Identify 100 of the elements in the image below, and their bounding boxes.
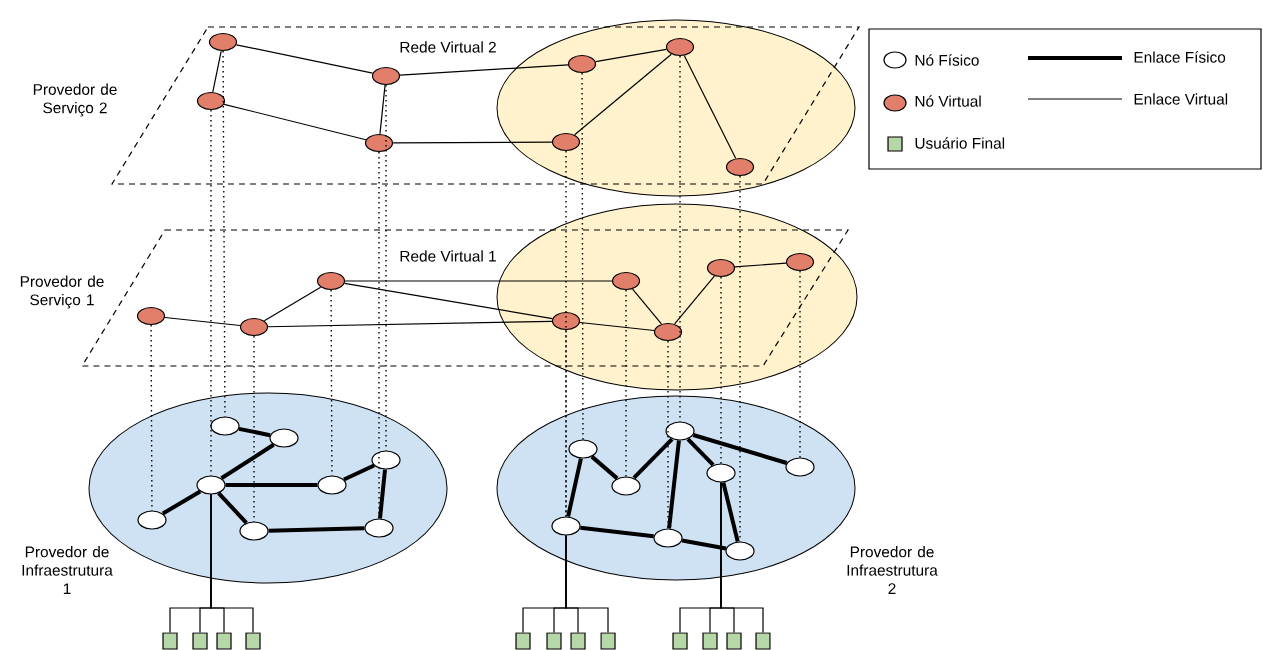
mapping-line <box>378 151 380 520</box>
physical-node <box>196 475 226 495</box>
mapping-line <box>625 289 627 478</box>
end-user-square <box>600 632 616 650</box>
provider-label: Provedor de Serviço 1 <box>20 275 104 309</box>
virtual-link <box>674 275 715 325</box>
virtual-node <box>316 271 346 291</box>
physical-link <box>217 491 248 525</box>
provider-label: Provedor de Infraestrutura 1 <box>22 546 113 594</box>
physical-link <box>268 526 365 533</box>
virtual-node <box>208 32 238 52</box>
virtual-node <box>611 271 641 291</box>
physical-node <box>653 528 683 548</box>
virtual-node <box>785 252 815 272</box>
end-user-square <box>702 632 718 650</box>
physical-link <box>378 469 387 519</box>
virtual-link <box>212 50 222 93</box>
virtual-node <box>196 91 226 111</box>
physical-link <box>566 458 583 517</box>
legend-label: Enlace Físico <box>1134 51 1226 63</box>
end-user-square <box>192 632 208 650</box>
virtual-node <box>665 37 695 57</box>
virtual-link <box>574 53 672 136</box>
end-user-square <box>546 632 562 650</box>
virtual-link <box>344 282 553 320</box>
physical-link <box>225 483 318 487</box>
virtual-link <box>223 103 367 141</box>
end-user-square <box>515 632 531 650</box>
physical-link <box>161 489 202 516</box>
physical-link <box>238 426 271 438</box>
physical-node <box>785 457 815 477</box>
end-user-square <box>162 632 178 650</box>
virtual-link <box>579 321 655 332</box>
virtual-node <box>371 66 401 86</box>
legend-label: Enlace Virtual <box>1134 93 1228 105</box>
virtual-node <box>653 322 683 342</box>
virtual-link <box>379 84 386 135</box>
physical-node <box>317 475 347 495</box>
provider-label: Provedor de Serviço 2 <box>33 83 117 117</box>
legend-label: Usuário Final <box>915 137 1005 149</box>
physical-node <box>137 510 167 530</box>
virtual-link <box>595 48 667 63</box>
physical-node <box>371 450 401 470</box>
physical-node <box>611 476 641 496</box>
access-line <box>565 535 609 633</box>
physical-node <box>725 541 755 561</box>
physical-link <box>667 440 681 529</box>
virtual-node <box>239 317 269 337</box>
virtual-link <box>683 55 737 159</box>
mapping-line <box>581 72 584 441</box>
physical-link <box>692 433 788 465</box>
physical-node <box>364 518 394 538</box>
virtual-link <box>399 64 569 76</box>
virtual-node <box>551 311 581 331</box>
provider-label: Provedor de Infraestrutura 2 <box>847 546 938 594</box>
physical-link <box>343 463 375 482</box>
access-line <box>210 494 254 633</box>
physical-link <box>721 482 740 542</box>
mapping-line <box>667 340 669 530</box>
physical-link <box>632 437 674 480</box>
legend-label: Nó Virtual <box>915 95 981 107</box>
end-user-square <box>245 632 261 650</box>
physical-node <box>665 421 695 441</box>
end-user-square <box>216 632 232 650</box>
end-user-square <box>726 632 742 650</box>
virtual-node <box>725 157 755 177</box>
physical-node <box>269 428 299 448</box>
virtual-node <box>567 54 597 74</box>
virtual-node <box>706 258 736 278</box>
virtual-link <box>267 320 553 328</box>
legend-label: Nó Físico <box>915 54 979 66</box>
physical-node <box>706 463 736 483</box>
physical-link <box>580 525 654 539</box>
virtual-node <box>551 132 581 152</box>
virtual-link <box>263 286 322 322</box>
physical-link <box>686 437 715 467</box>
network-label: Rede Virtual 2 <box>400 41 496 53</box>
physical-node <box>551 516 581 536</box>
virtual-link <box>632 288 662 325</box>
network-label: Rede Virtual 1 <box>400 250 496 262</box>
virtual-link <box>392 141 553 144</box>
end-user-square <box>672 632 688 650</box>
mapping-line <box>565 329 567 518</box>
virtual-link <box>164 316 241 327</box>
physical-node <box>239 521 269 541</box>
physical-link <box>681 538 727 551</box>
virtual-link <box>235 44 374 74</box>
virtual-link <box>734 262 787 268</box>
physical-node <box>210 416 240 436</box>
end-user-square <box>570 632 586 650</box>
physical-node <box>568 439 598 459</box>
access-line <box>720 482 764 633</box>
end-user-square <box>755 632 771 650</box>
physical-link <box>590 455 619 480</box>
mapping-line <box>799 270 801 459</box>
virtual-node <box>136 306 166 326</box>
virtual-link <box>344 280 613 282</box>
physical-link <box>220 443 275 480</box>
virtual-node <box>364 133 394 153</box>
mapping-line <box>720 276 722 465</box>
